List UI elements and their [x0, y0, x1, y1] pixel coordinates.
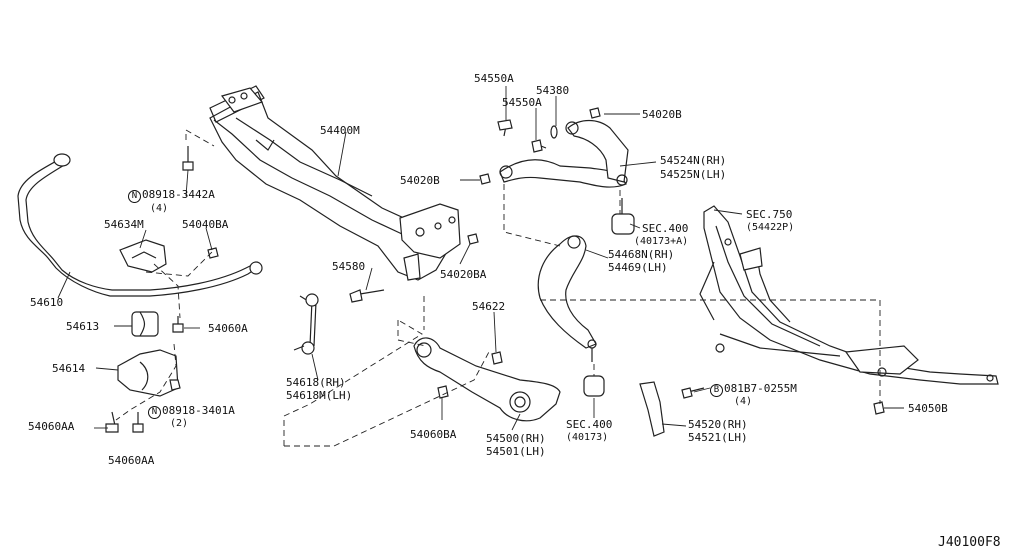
label-54618-rh[interactable]: 54618(RH) — [286, 376, 346, 389]
label-54634m[interactable]: 54634M — [104, 218, 144, 231]
member-nut-54020ba[interactable] — [467, 233, 479, 245]
stabilizer-connecting-rod-54618[interactable] — [293, 293, 319, 355]
label-54400m[interactable]: 54400M — [320, 124, 360, 137]
label-sec750[interactable]: SEC.750 — [746, 208, 793, 221]
n-symbol-icon: N — [128, 190, 141, 203]
label-08918-3442a-text: 08918-3442A — [142, 188, 215, 201]
label-sec400-b[interactable]: SEC.400 — [566, 418, 613, 431]
bolt-54040ba[interactable] — [207, 247, 219, 259]
label-54525n-lh[interactable]: 54525N(LH) — [660, 168, 727, 181]
b-symbol-icon: B — [710, 384, 723, 397]
label-54520-rh[interactable]: 54520(RH) — [688, 418, 748, 431]
bracket-54520[interactable] — [639, 381, 665, 437]
label-54524n-rh[interactable]: 54524N(RH) — [660, 154, 727, 167]
label-54500-rh[interactable]: 54500(RH) — [486, 432, 546, 445]
upper-link-54524n[interactable] — [499, 119, 629, 188]
label-54550a-1[interactable]: 54550A — [474, 72, 514, 85]
label-54020b-2[interactable]: 54020B — [400, 174, 440, 187]
label-54521-lh[interactable]: 54521(LH) — [688, 431, 748, 444]
nut-54060ba[interactable] — [437, 385, 449, 399]
label-54613[interactable]: 54613 — [66, 320, 100, 333]
label-sec400-a[interactable]: SEC.400 — [642, 222, 689, 235]
n-symbol-icon: N — [148, 406, 161, 419]
label-081b7-0255m-qty: (4) — [734, 396, 753, 407]
label-54060aa-2[interactable]: 54060AA — [108, 454, 155, 467]
bushing-sec400-40173a[interactable] — [611, 198, 635, 235]
stabilizer-bushing-54613[interactable] — [131, 311, 159, 337]
stabilizer-bracket-54634m[interactable] — [119, 239, 167, 273]
label-54040ba[interactable]: 54040BA — [182, 218, 229, 231]
bushing-sec400-40173[interactable] — [583, 375, 605, 397]
assembly-dashed-lines — [115, 129, 881, 447]
bolt-54550a-2[interactable] — [531, 139, 547, 153]
label-54550a-2[interactable]: 54550A — [502, 96, 542, 109]
label-54020ba[interactable]: 54020BA — [440, 268, 487, 281]
label-sec400-a-sub: (40173+A) — [634, 236, 689, 247]
stabilizer-clamp-54614[interactable] — [117, 349, 179, 397]
leader-lines — [57, 86, 904, 431]
label-54501-lh[interactable]: 54501(LH) — [486, 445, 546, 458]
label-54622[interactable]: 54622 — [472, 300, 506, 313]
compression-rod-54468n[interactable] — [537, 235, 597, 362]
member-bolt-left[interactable] — [182, 146, 194, 171]
label-08918-3401a-text: 08918-3401A — [162, 404, 235, 417]
nut-54020b-1[interactable] — [589, 107, 601, 119]
label-54469-lh[interactable]: 54469(LH) — [608, 261, 668, 274]
label-54060aa-1[interactable]: 54060AA — [28, 420, 75, 433]
label-54614[interactable]: 54614 — [52, 362, 86, 375]
bolt-54060aa-1[interactable] — [105, 411, 119, 433]
label-54050b[interactable]: 54050B — [908, 402, 948, 415]
label-sec750-sub: (54422P) — [746, 222, 795, 233]
label-54618m-lh[interactable]: 54618M(LH) — [286, 389, 353, 402]
label-08918-3442a-qty: (4) — [150, 203, 169, 214]
nut-08918-3401a[interactable] — [169, 379, 181, 391]
bolt-081b7-0255m[interactable] — [681, 387, 705, 399]
nut-54622[interactable] — [491, 351, 503, 365]
label-54468n-rh[interactable]: 54468N(RH) — [608, 248, 675, 261]
label-081b7-0255m-text: 081B7-0255M — [724, 382, 797, 395]
label-54580[interactable]: 54580 — [332, 260, 366, 273]
bolt-54550a-1[interactable] — [497, 119, 513, 137]
label-54060a[interactable]: 54060A — [208, 322, 248, 335]
label-08918-3401a-qty: (2) — [170, 418, 189, 429]
label-54020b-1[interactable]: 54020B — [642, 108, 682, 121]
nut-54050b[interactable] — [873, 401, 885, 415]
label-sec400-b-sub: (40173) — [566, 432, 609, 443]
diagram-code: J40100F8 — [938, 535, 1001, 550]
bolt-54060aa-2[interactable] — [132, 412, 144, 433]
washer-54380[interactable] — [550, 125, 558, 139]
label-54380[interactable]: 54380 — [536, 84, 570, 97]
transverse-link-54500[interactable] — [413, 337, 561, 422]
member-bolt-54580[interactable] — [349, 289, 385, 303]
front-suspension-member[interactable] — [209, 85, 461, 281]
nut-54020b-2[interactable] — [479, 173, 491, 185]
stabilizer-bar-54610[interactable] — [17, 153, 263, 297]
label-54610[interactable]: 54610 — [30, 296, 64, 309]
front-brace-sec750[interactable] — [699, 205, 999, 385]
bolt-54060a[interactable] — [172, 316, 184, 333]
label-54060ba[interactable]: 54060BA — [410, 428, 457, 441]
